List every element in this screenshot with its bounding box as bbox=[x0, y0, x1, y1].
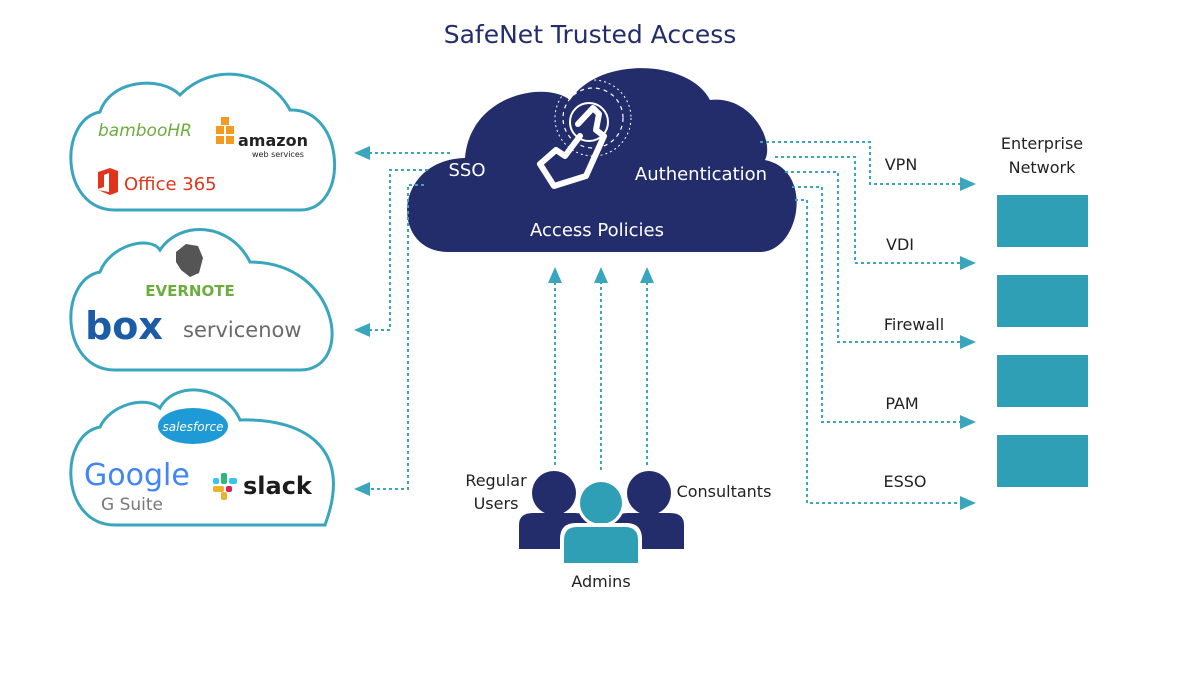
sso-connectors bbox=[354, 146, 450, 496]
admins-label: Admins bbox=[571, 572, 630, 591]
sso-label: SSO bbox=[448, 160, 485, 181]
enterprise-items: VPN VDI Firewall PAM ESSO bbox=[883, 155, 944, 491]
enterprise-item-vpn: VPN bbox=[885, 155, 918, 174]
salesforce-logo: salesforce bbox=[158, 408, 228, 444]
authentication-label: Authentication bbox=[635, 164, 767, 185]
gsuite-logo: G Suite bbox=[101, 495, 163, 515]
amazon-logo-icon: amazon web services bbox=[216, 117, 308, 159]
enterprise-tile bbox=[997, 435, 1088, 487]
arrow-head bbox=[960, 256, 976, 270]
touch-hand-icon bbox=[537, 79, 632, 189]
salesforce-text: salesforce bbox=[162, 420, 223, 434]
enterprise-item-pam: PAM bbox=[885, 394, 918, 413]
office365-logo: Office 365 bbox=[98, 168, 217, 195]
box-logo: box bbox=[85, 304, 163, 348]
enterprise-item-firewall: Firewall bbox=[884, 315, 944, 334]
regular-users-label-line2: Users bbox=[474, 494, 519, 513]
enterprise-item-esso: ESSO bbox=[883, 472, 926, 491]
enterprise-tile bbox=[997, 275, 1088, 327]
enterprise-network: Enterprise Network bbox=[997, 134, 1088, 487]
enterprise-item-vdi: VDI bbox=[886, 235, 914, 254]
servicenow-logo: servicenow bbox=[183, 318, 302, 342]
arrow-head bbox=[640, 267, 654, 283]
arrow-head bbox=[354, 323, 370, 337]
google-logo: Google bbox=[84, 458, 190, 493]
enterprise-tile bbox=[997, 355, 1088, 407]
main-cloud: SSO Authentication Access Policies bbox=[407, 68, 797, 252]
user-connectors bbox=[548, 267, 654, 470]
consultants-label: Consultants bbox=[677, 482, 772, 501]
enterprise-title-line2: Network bbox=[1009, 158, 1077, 177]
enterprise-tile bbox=[997, 195, 1088, 247]
access-policies-label: Access Policies bbox=[530, 220, 664, 241]
bamboohr-logo: bambooHR bbox=[98, 121, 192, 141]
regular-users-label-line1: Regular bbox=[465, 471, 527, 490]
arrow-head bbox=[548, 267, 562, 283]
diagram-title: SafeNet Trusted Access bbox=[444, 20, 737, 49]
slack-hash-icon bbox=[213, 473, 237, 500]
arrow-head bbox=[354, 146, 370, 160]
slack-logo: slack bbox=[243, 472, 313, 500]
enterprise-connectors bbox=[760, 141, 976, 510]
app-cloud-3: salesforce Google G Suite slack bbox=[69, 388, 335, 527]
arrow-head bbox=[960, 496, 976, 510]
enterprise-title-line1: Enterprise bbox=[1001, 134, 1083, 153]
arrow-head bbox=[960, 177, 976, 191]
arrow-head bbox=[594, 267, 608, 283]
app-cloud-2: EVERNOTE box servicenow bbox=[69, 228, 334, 372]
arrow-head bbox=[354, 482, 370, 496]
users-group-icon bbox=[519, 471, 684, 566]
evernote-logo: EVERNOTE bbox=[145, 282, 234, 300]
office365-text: Office 365 bbox=[124, 174, 217, 195]
arrow-head bbox=[960, 335, 976, 349]
arrow-head bbox=[960, 415, 976, 429]
aws-logo-text: web services bbox=[252, 150, 304, 159]
amazon-logo: amazon bbox=[238, 131, 308, 150]
evernote-elephant-icon bbox=[176, 244, 203, 277]
app-cloud-1: bambooHR amazon web services Office 365 bbox=[69, 72, 337, 212]
